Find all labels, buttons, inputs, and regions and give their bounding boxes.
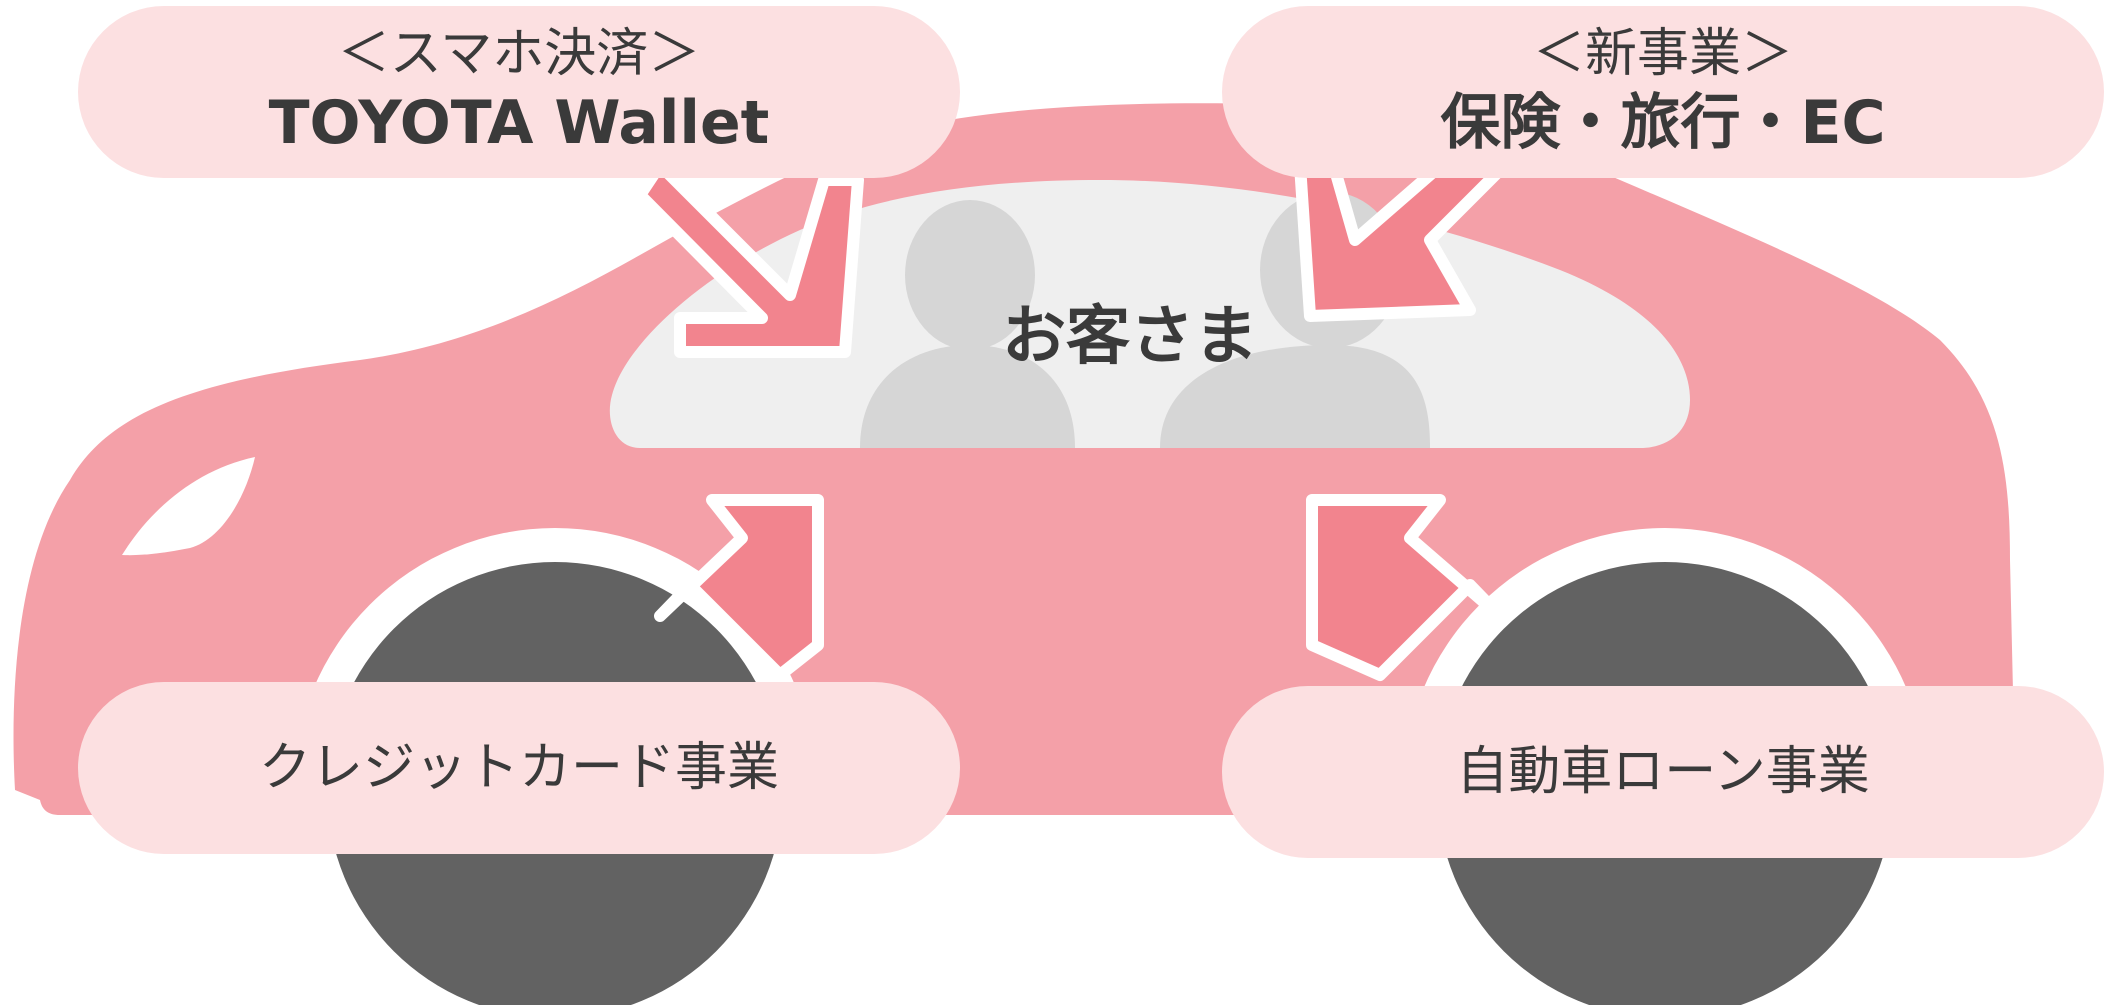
mobile-payment-box: ＜スマホ決済＞ TOYOTA Wallet xyxy=(78,6,960,178)
new-business-heading: ＜新事業＞ xyxy=(1532,24,1793,84)
customer-label: お客さま xyxy=(1002,300,1258,374)
auto-loan-label: 自動車ローン事業 xyxy=(1456,742,1870,802)
credit-card-label: クレジットカード事業 xyxy=(258,738,779,798)
arrow-bottom-left xyxy=(654,494,824,681)
new-business-box: ＜新事業＞ 保険・旅行・EC xyxy=(1222,6,2104,178)
auto-loan-box: 自動車ローン事業 xyxy=(1222,686,2104,858)
credit-card-box: クレジットカード事業 xyxy=(78,682,960,854)
new-business-label: 保険・旅行・EC xyxy=(1440,88,1886,158)
toyota-wallet-label: TOYOTA Wallet xyxy=(268,88,770,158)
mobile-payment-heading: ＜スマホ決済＞ xyxy=(337,24,701,84)
headlight xyxy=(122,457,255,556)
arrow-top-left xyxy=(634,159,864,358)
arrow-bottom-right xyxy=(1306,494,1506,681)
